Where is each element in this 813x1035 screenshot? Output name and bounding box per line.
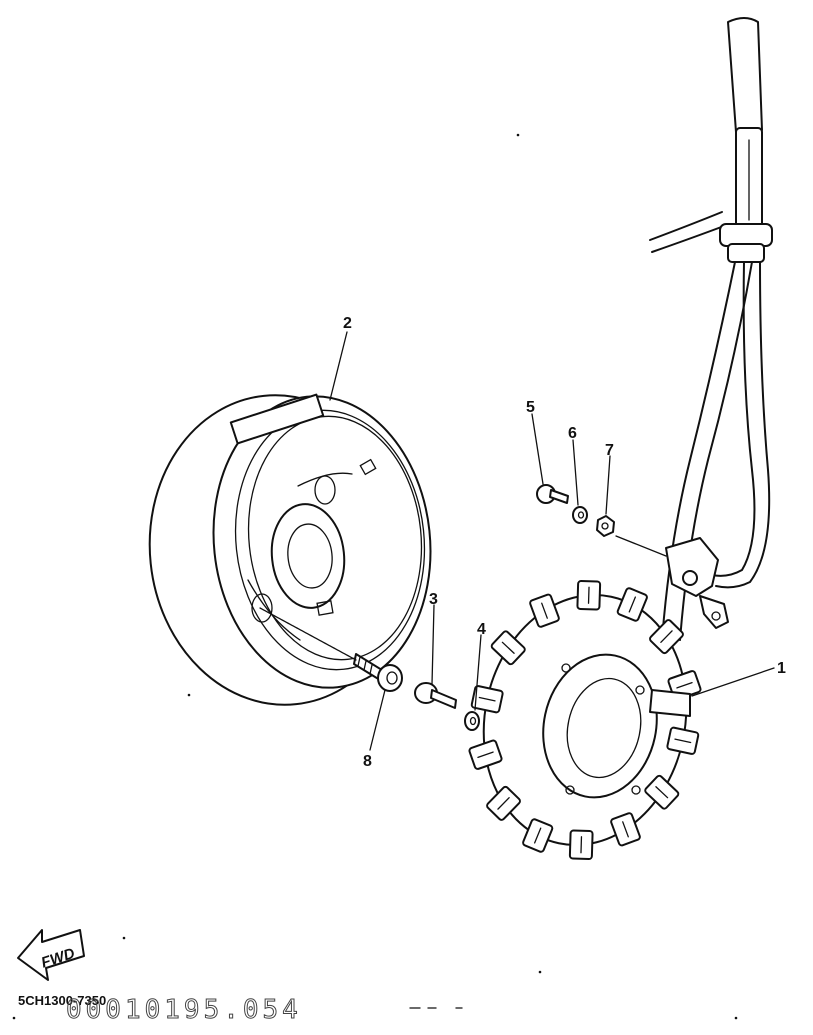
callout-1: 1 — [777, 660, 786, 677]
washer-4 — [465, 712, 479, 730]
pickup-coil — [666, 538, 728, 628]
nut-7 — [597, 516, 614, 536]
callout-5: 5 — [526, 399, 535, 416]
screw-5 — [537, 485, 568, 503]
callout-6: 6 — [568, 425, 577, 442]
callout-7: 7 — [605, 442, 614, 459]
stator-assembly — [461, 576, 709, 864]
forward-arrow-icon: FWD — [18, 930, 84, 980]
callout-4: 4 — [477, 621, 486, 638]
callout-8: 8 — [363, 753, 372, 770]
screw-3 — [415, 683, 456, 708]
washer-6 — [573, 507, 587, 523]
fwd-label: FWD — [39, 945, 77, 972]
stamp-number: 00010195.054 — [66, 995, 302, 1025]
callout-3: 3 — [429, 591, 438, 608]
callout-2: 2 — [343, 315, 352, 332]
